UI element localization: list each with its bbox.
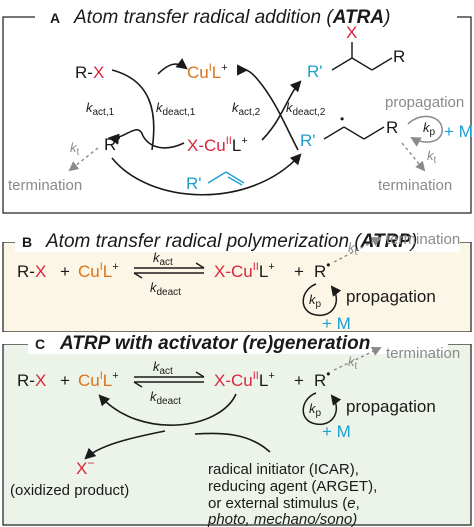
b-forward-arrow-head: [195, 262, 205, 269]
a-copper-i-complex: CuIL+: [187, 62, 228, 82]
a-activation-arrow-1: [111, 69, 155, 151]
a-monomer-r-prime: R': [186, 174, 202, 193]
b-kp: kp: [309, 292, 322, 310]
a-product-r: R: [393, 47, 405, 66]
b-propagation: propagation: [346, 287, 436, 306]
b-plus-monomer: + M: [322, 314, 351, 333]
c-plus-monomer: + M: [322, 422, 351, 441]
c-k-act: kact: [153, 359, 173, 377]
c-reagent-line-1: radical initiator (ICAR),: [208, 461, 359, 478]
b-termination: termination: [386, 231, 460, 248]
a-deactivation-arrow-2: [261, 80, 302, 141]
a-termination-left: termination: [8, 177, 82, 194]
panel-a-title-mask: [35, 4, 457, 30]
b-reverse-arrow-head: [133, 272, 143, 279]
c-copper-i-complex: CuIL+: [78, 370, 119, 390]
a-k-deact-1: kdeact,1: [156, 100, 196, 118]
c-copper-ii-complex: X-CuIIL+: [214, 370, 275, 390]
panel-c-frame: [2, 343, 472, 526]
panel-a-title: Atom transfer radical addition (ATRA): [73, 7, 390, 28]
a-adduct-bond-2: [343, 126, 365, 140]
a-product-bond-3: [371, 57, 393, 71]
c-plus-1: +: [60, 371, 70, 390]
c-k-deact: kdeact: [150, 389, 181, 407]
a-activation-arrow-2: [257, 79, 299, 151]
b-k-act: kact: [153, 250, 173, 268]
b-alkyl-halide: R-X: [17, 262, 46, 281]
panel-a: A Atom transfer radical addition (ATRA) …: [2, 4, 473, 214]
a-addition-arc: [111, 153, 302, 196]
a-k-act-2: kact,2: [232, 100, 261, 118]
b-copper-ii-complex: X-CuIIL+: [214, 261, 275, 281]
panel-b-title: Atom transfer radical polymerization (AT…: [45, 231, 417, 252]
a-plus-monomer: + M: [444, 122, 473, 141]
b-plus-1: +: [60, 262, 70, 281]
a-copper-ii-complex: X-CuIIL+: [187, 135, 248, 155]
a-product-bond-1: [331, 57, 353, 71]
c-reverse-arrow-head: [133, 381, 143, 388]
c-forward-arrow-head: [195, 371, 205, 378]
a-propagation-loop: [407, 115, 443, 147]
panel-c-title-mask: [28, 334, 448, 354]
a-product-bond-2: [351, 57, 373, 71]
a-adduct-r-prime: R': [300, 131, 316, 150]
c-propagation-loop: [302, 392, 342, 425]
a-kp: kp: [423, 120, 436, 138]
panel-a-letter: A: [50, 10, 60, 26]
c-kt: kt: [348, 354, 358, 372]
b-k-deact: kdeact: [150, 280, 181, 298]
a-product-r-prime: R': [307, 62, 323, 81]
c-alkyl-halide: R-X: [17, 371, 46, 390]
a-termination-right: termination: [378, 177, 452, 194]
b-propagation-loop: [302, 283, 342, 316]
c-plus-2: +: [294, 371, 304, 390]
a-radical: R•: [104, 131, 120, 154]
a-adduct-dot: •: [340, 112, 344, 126]
a-propagation-label: propagation: [385, 94, 464, 111]
a-deactivation-arrow-1: [142, 135, 185, 149]
a-termination-arrow-right: [401, 142, 426, 172]
c-halide-release-arrow: [84, 430, 166, 460]
panel-c: C ATRP with activator (re)generation R-X…: [2, 332, 472, 527]
a-adduct-r: R: [386, 118, 398, 137]
a-k-deact-2: kdeact,2: [286, 100, 326, 118]
b-plus-2: +: [294, 262, 304, 281]
a-adduct-bond-1: [323, 126, 345, 140]
c-reagent-line-4: photo, mechano/sono): [207, 511, 357, 527]
a-monomer-double-bond-1: [225, 171, 245, 184]
panel-c-title: ATRP with activator (re)generation: [59, 333, 370, 354]
a-k-act-1: kact,1: [86, 100, 115, 118]
a-cu-oxidation-arrow-1: [157, 58, 188, 75]
c-oxidized-product: (oxidized product): [10, 482, 129, 499]
a-product-halide: X: [346, 23, 357, 42]
b-copper-i-complex: CuIL+: [78, 261, 119, 281]
a-monomer-bond: [207, 171, 227, 184]
panel-b: B Atom transfer radical polymerization (…: [2, 228, 472, 333]
c-reagent-arrow: [194, 432, 271, 453]
panel-b-title-mask: [15, 232, 460, 252]
c-termination-arrow: [333, 346, 382, 371]
panel-c-letter: C: [35, 336, 45, 352]
c-reagent-line-3: or external stimulus (e,: [208, 495, 360, 512]
c-kp: kp: [309, 401, 322, 419]
panel-b-frame: [2, 241, 472, 333]
c-radical: R•: [314, 367, 330, 390]
a-cu-return-arrow: [237, 64, 259, 81]
a-kt-right: kt: [427, 148, 437, 166]
panel-b-letter: B: [22, 234, 32, 250]
b-radical: R•: [314, 258, 330, 281]
b-termination-arrow: [333, 237, 382, 263]
c-halide-anion: X−: [76, 456, 94, 478]
c-reagent-line-2: reducing agent (ARGET),: [208, 478, 377, 495]
c-termination: termination: [386, 345, 460, 362]
b-kt: kt: [348, 240, 358, 258]
c-regeneration-arc: [98, 393, 237, 426]
a-monomer-double-bond-2: [227, 176, 243, 186]
a-adduct-bond-3: [363, 126, 385, 140]
c-propagation: propagation: [346, 397, 436, 416]
a-alkyl-halide: R-X: [75, 63, 104, 82]
a-kt-left: kt: [70, 140, 80, 158]
a-radical-arrow: [107, 129, 144, 145]
